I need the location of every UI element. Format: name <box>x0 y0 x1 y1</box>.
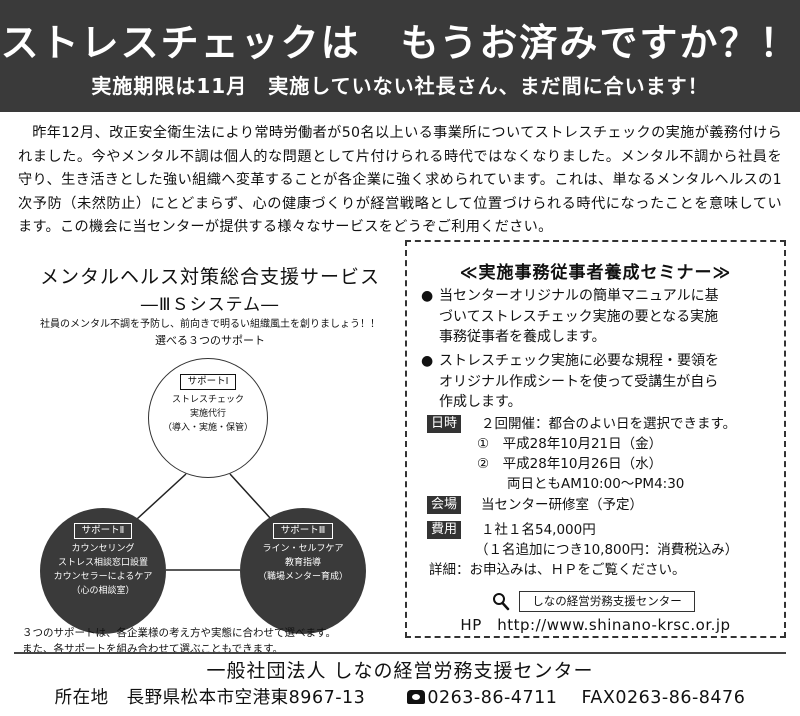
seminar-bullet: ● ストレスチェック実施に必要な規程・要領を オリジナル作成シートを使って受講生… <box>421 351 777 413</box>
support-2-circle: サポートⅡ カウンセリング ストレス相談窓口設置 カウンセラーによるケア （心の… <box>40 508 166 634</box>
support-1-line: ストレスチェック <box>171 395 244 405</box>
headline: ストレスチェックは もうお済みですか？！ <box>0 21 800 65</box>
seminar-bullet-line: オリジナル作成シートを使って受講生が自ら <box>439 373 719 390</box>
intro-paragraph: 昨年12月、改正安全衛生法により常時労働者が50名以上いる事業所についてストレス… <box>18 125 782 235</box>
tel-number: 0263-86-4711 <box>427 688 558 708</box>
footer-divider <box>14 652 786 654</box>
search-keyword-box: しなの経営労務支援センター <box>519 591 695 612</box>
support-1-circle: サポートⅠ ストレスチェック 実施代行 （導入・実施・保管） <box>148 358 268 478</box>
date-line: ２回開催：都合のよい日を選択できます。 <box>481 416 737 432</box>
date-label: 日時 <box>427 415 462 433</box>
seminar-bullet: ● 当センターオリジナルの簡単マニュアルに基 づいてストレスチェック実施の要とな… <box>421 286 777 348</box>
seminar-title: ≪実施事務従事者養成セミナー≫ <box>459 263 732 283</box>
seminar-box: ≪実施事務従事者養成セミナー≫ ● 当センターオリジナルの簡単マニュアルに基 づ… <box>405 240 786 638</box>
seminar-bullet-line: ストレスチェック実施に必要な規程・要領を <box>439 353 719 369</box>
services-note: ３つのサポートは、各企業様の考え方や実態に合わせて選べます。 また、各サポートを… <box>22 626 402 657</box>
bullet-icon: ● <box>421 288 434 304</box>
seminar-bullet-line: 事務従事者を養成します。 <box>439 329 606 345</box>
support-3-line: （職場メンター育成） <box>257 572 348 582</box>
support-3-circle: サポートⅢ ライン・セルフケア 教育指導 （職場メンター育成） <box>240 508 366 634</box>
seminar-bullet-line: づいてストレスチェック実施の要となる実施 <box>439 308 719 325</box>
support-2-line: カウンセリング <box>71 544 135 554</box>
fee-line: （１名追加につき10,800円：消費税込み） <box>475 542 739 558</box>
fee-line: １社１名54,000円 <box>481 522 596 538</box>
date-line: 両日ともAM10:00～PM4:30 <box>507 476 685 492</box>
services-note-line: また、各サポートを組み合わせて選ぶこともできます。 <box>22 642 284 655</box>
search-icon <box>493 593 510 611</box>
header-banner: ストレスチェックは もうお済みですか？！ 実施期限は11月 実施していない社長さ… <box>0 0 800 112</box>
venue-text: 当センター研修室（予定） <box>481 497 643 513</box>
support-1-line: （導入・実施・保管） <box>162 423 253 433</box>
fee-line: 詳細：お申込みは、ＨＰをご覧ください。 <box>429 562 686 578</box>
services-subtitle: ―ⅢＳシステム― <box>140 295 280 315</box>
services-tagline: 社員のメンタル不調を予防し、前向きで明るい組織風土を創りましょう！！ <box>40 319 380 330</box>
support-2-line: カウンセラーによるケア <box>53 572 153 582</box>
address-text: 所在地 長野県松本市空港東8967-13 <box>54 688 366 708</box>
date-line: ① 平成28年10月21日（金） <box>477 436 663 452</box>
homepage-url: HP http://www.shinano-krsc.or.jp <box>460 616 731 634</box>
services-choose-label: 選べる３つのサポート <box>155 334 265 347</box>
support-1-line: 実施代行 <box>189 409 226 419</box>
subheadline: 実施期限は11月 実施していない社長さん、まだ間に合います！ <box>91 74 709 98</box>
phone-icon <box>407 690 426 704</box>
venue-label: 会場 <box>427 496 462 514</box>
support-2-line: （心の相談室） <box>71 586 135 596</box>
bullet-icon: ● <box>421 353 434 369</box>
date-line: ② 平成28年10月26日（水） <box>477 456 663 472</box>
support-2-tag: サポートⅡ <box>73 523 133 539</box>
fee-label: 費用 <box>427 521 462 539</box>
support-3-line: 教育指導 <box>284 558 321 568</box>
support-3-line: ライン・セルフケア <box>262 544 344 554</box>
organization-name: 一般社団法人 しなの経営労務支援センター <box>206 660 594 682</box>
contact-line: 所在地 長野県松本市空港東8967-13 0263-86-4711 FAX026… <box>0 684 800 709</box>
services-title: メンタルヘルス対策総合支援サービス <box>39 266 380 288</box>
support-1-tag: サポートⅠ <box>179 374 237 390</box>
services-note-line: ３つのサポートは、各企業様の考え方や実態に合わせて選べます。 <box>22 627 336 639</box>
seminar-bullet-line: 作成します。 <box>439 394 522 410</box>
seminar-bullet-line: 当センターオリジナルの簡単マニュアルに基 <box>439 288 719 304</box>
fax-number: FAX0263-86-8476 <box>581 688 746 708</box>
support-3-tag: サポートⅢ <box>272 523 334 539</box>
support-2-line: ストレス相談窓口設置 <box>57 558 148 568</box>
